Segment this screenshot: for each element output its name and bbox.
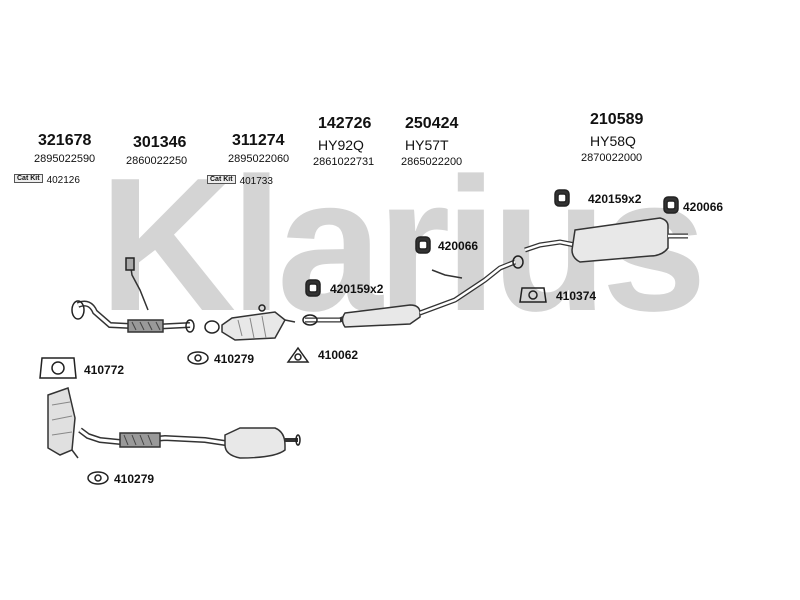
part-number-321678: 321678 — [38, 132, 92, 149]
oe-number: 2861022731 — [313, 156, 375, 168]
part-number-311274: 311274 — [232, 132, 285, 149]
vehicle-code: HY57T — [405, 137, 449, 153]
intermediate-pipe-drawing — [302, 255, 524, 328]
oe-number: 2860022250 — [126, 155, 188, 167]
oe-number: 2895022060 — [228, 153, 290, 165]
rear-silencer-drawing — [524, 217, 688, 263]
fitting-label-410374: 410374 — [556, 289, 597, 303]
fitting-label-410772: 410772 — [84, 363, 125, 377]
fitting-label-410279: 410279 — [114, 472, 155, 486]
part-number-142726: 142726 — [318, 115, 372, 132]
catalytic-converter-drawing — [204, 304, 296, 341]
catkit-badge: Cat Kit — [14, 174, 43, 184]
front-pipe-drawing — [71, 300, 195, 333]
catkit-number: 402126 — [46, 175, 80, 186]
fitting-label-420159x2: 420159x2 — [330, 282, 384, 296]
vehicle-code: HY92Q — [318, 137, 364, 153]
part-number-250424: 250424 — [405, 115, 459, 132]
fitting-label-420066: 420066 — [438, 239, 479, 253]
vehicle-code: HY58Q — [590, 133, 636, 149]
oe-number: 2870022000 — [581, 152, 643, 164]
oe-number: 2895022590 — [34, 153, 96, 165]
part-number-210589: 210589 — [590, 111, 644, 128]
catkit-badge: Cat Kit — [207, 175, 236, 185]
oe-number: 2865022200 — [401, 156, 463, 168]
part-number-301346: 301346 — [133, 134, 187, 151]
fitting-label-410062: 410062 — [318, 348, 359, 362]
catkit-number: 401733 — [239, 176, 273, 187]
fitting-label-410279: 410279 — [214, 352, 255, 366]
lower-assembly-drawing — [47, 387, 301, 459]
fitting-label-420159x2: 420159x2 — [588, 192, 642, 206]
oxygen-sensor-drawing — [125, 257, 149, 311]
fitting-glyphs — [39, 189, 679, 485]
fitting-label-420066: 420066 — [683, 200, 724, 214]
